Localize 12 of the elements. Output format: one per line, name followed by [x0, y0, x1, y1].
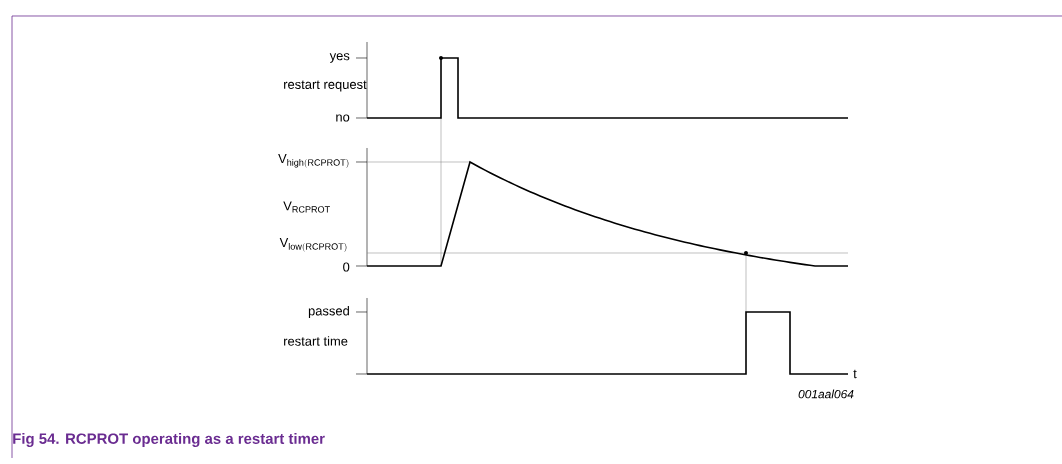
level-label: yes	[329, 53, 350, 63]
level-label: no	[336, 114, 350, 122]
axis-label: t	[853, 369, 857, 379]
figure-caption: Fig 54. RCPROT operating as a restart timer	[13, 433, 325, 447]
signal-name: $\mathrm{V}_{\mathrm{RCPROT}}$	[283, 201, 330, 213]
signal-name: restart request	[284, 80, 367, 92]
level-label: passed	[308, 305, 349, 319]
level-label: $\mathrm{V}_{\mathrm{high(RCPROT)}}$	[278, 154, 349, 168]
figure-id: 001aal064	[798, 389, 854, 399]
level-label: 0	[343, 262, 350, 272]
level-label: $\mathrm{V}_{\mathrm{low(RCPROT)}}$	[279, 238, 347, 252]
signal-name: restart time	[284, 336, 348, 346]
